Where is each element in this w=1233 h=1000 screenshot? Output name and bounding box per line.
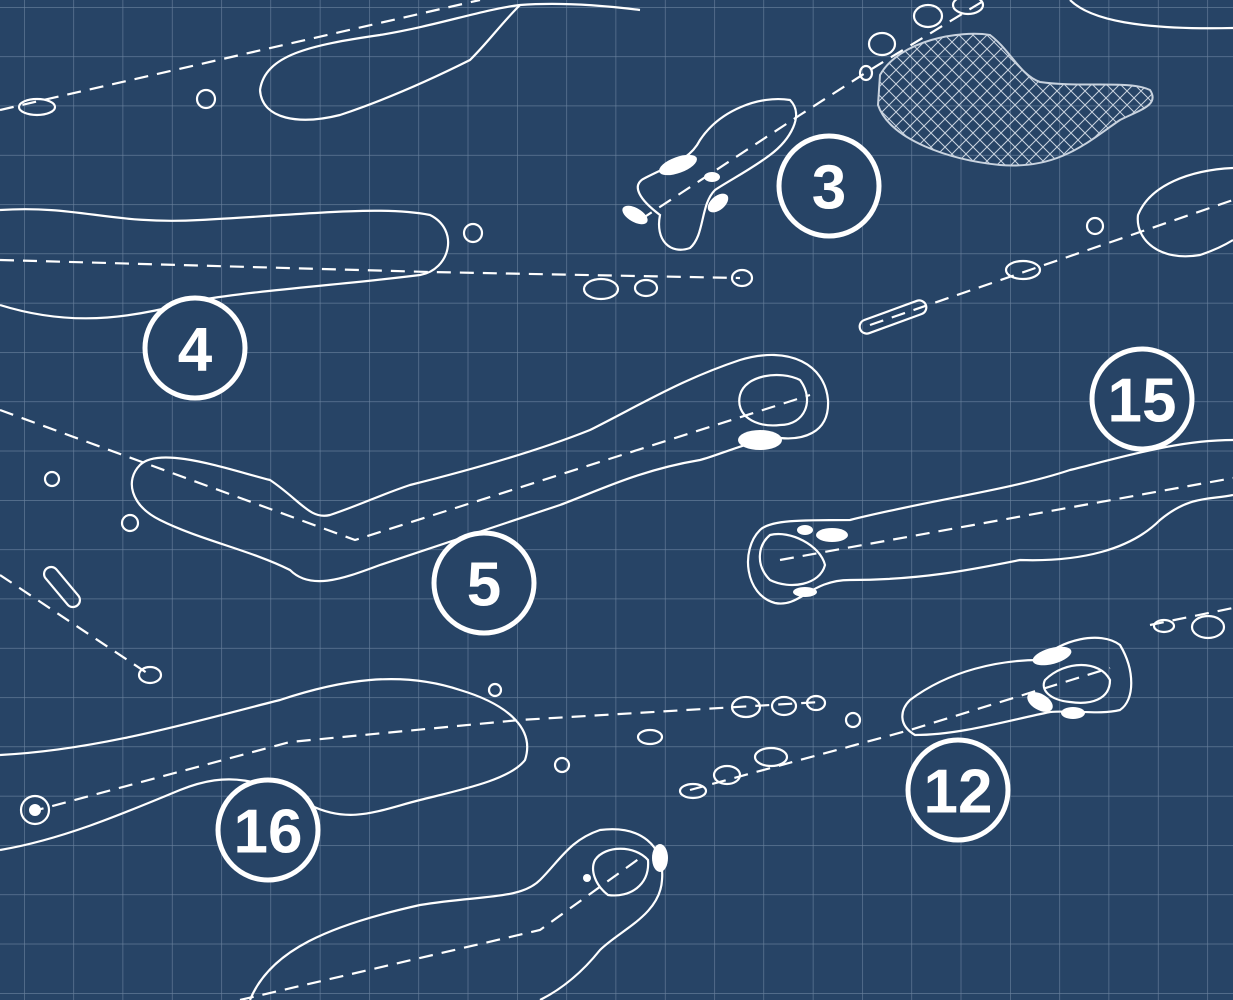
hole-label-12: 12 (905, 737, 1011, 843)
hole-number: 5 (467, 551, 501, 620)
hole-17 (239, 828, 668, 1000)
hole-label-3: 3 (776, 133, 882, 239)
hole-12 (678, 606, 1233, 800)
hole-number: 15 (1108, 367, 1177, 436)
hole-6-tee-line (0, 565, 163, 685)
hole-label-16: 16 (215, 777, 321, 883)
water-hazard (876, 32, 1154, 167)
hole-number: 16 (234, 798, 303, 867)
hole-label-5: 5 (431, 530, 537, 636)
hole-number: 3 (812, 154, 846, 223)
hole-number: 12 (924, 758, 993, 827)
hole-3 (622, 0, 986, 251)
hole-15 (746, 438, 1233, 605)
hole-label-15: 15 (1089, 346, 1195, 452)
hole-14 (858, 166, 1233, 335)
hole-number: 4 (178, 316, 213, 385)
hole-label-4: 4 (142, 295, 248, 401)
hole-2-fairway (0, 0, 1233, 121)
hole-5 (0, 353, 830, 583)
hole-16 (0, 678, 827, 852)
